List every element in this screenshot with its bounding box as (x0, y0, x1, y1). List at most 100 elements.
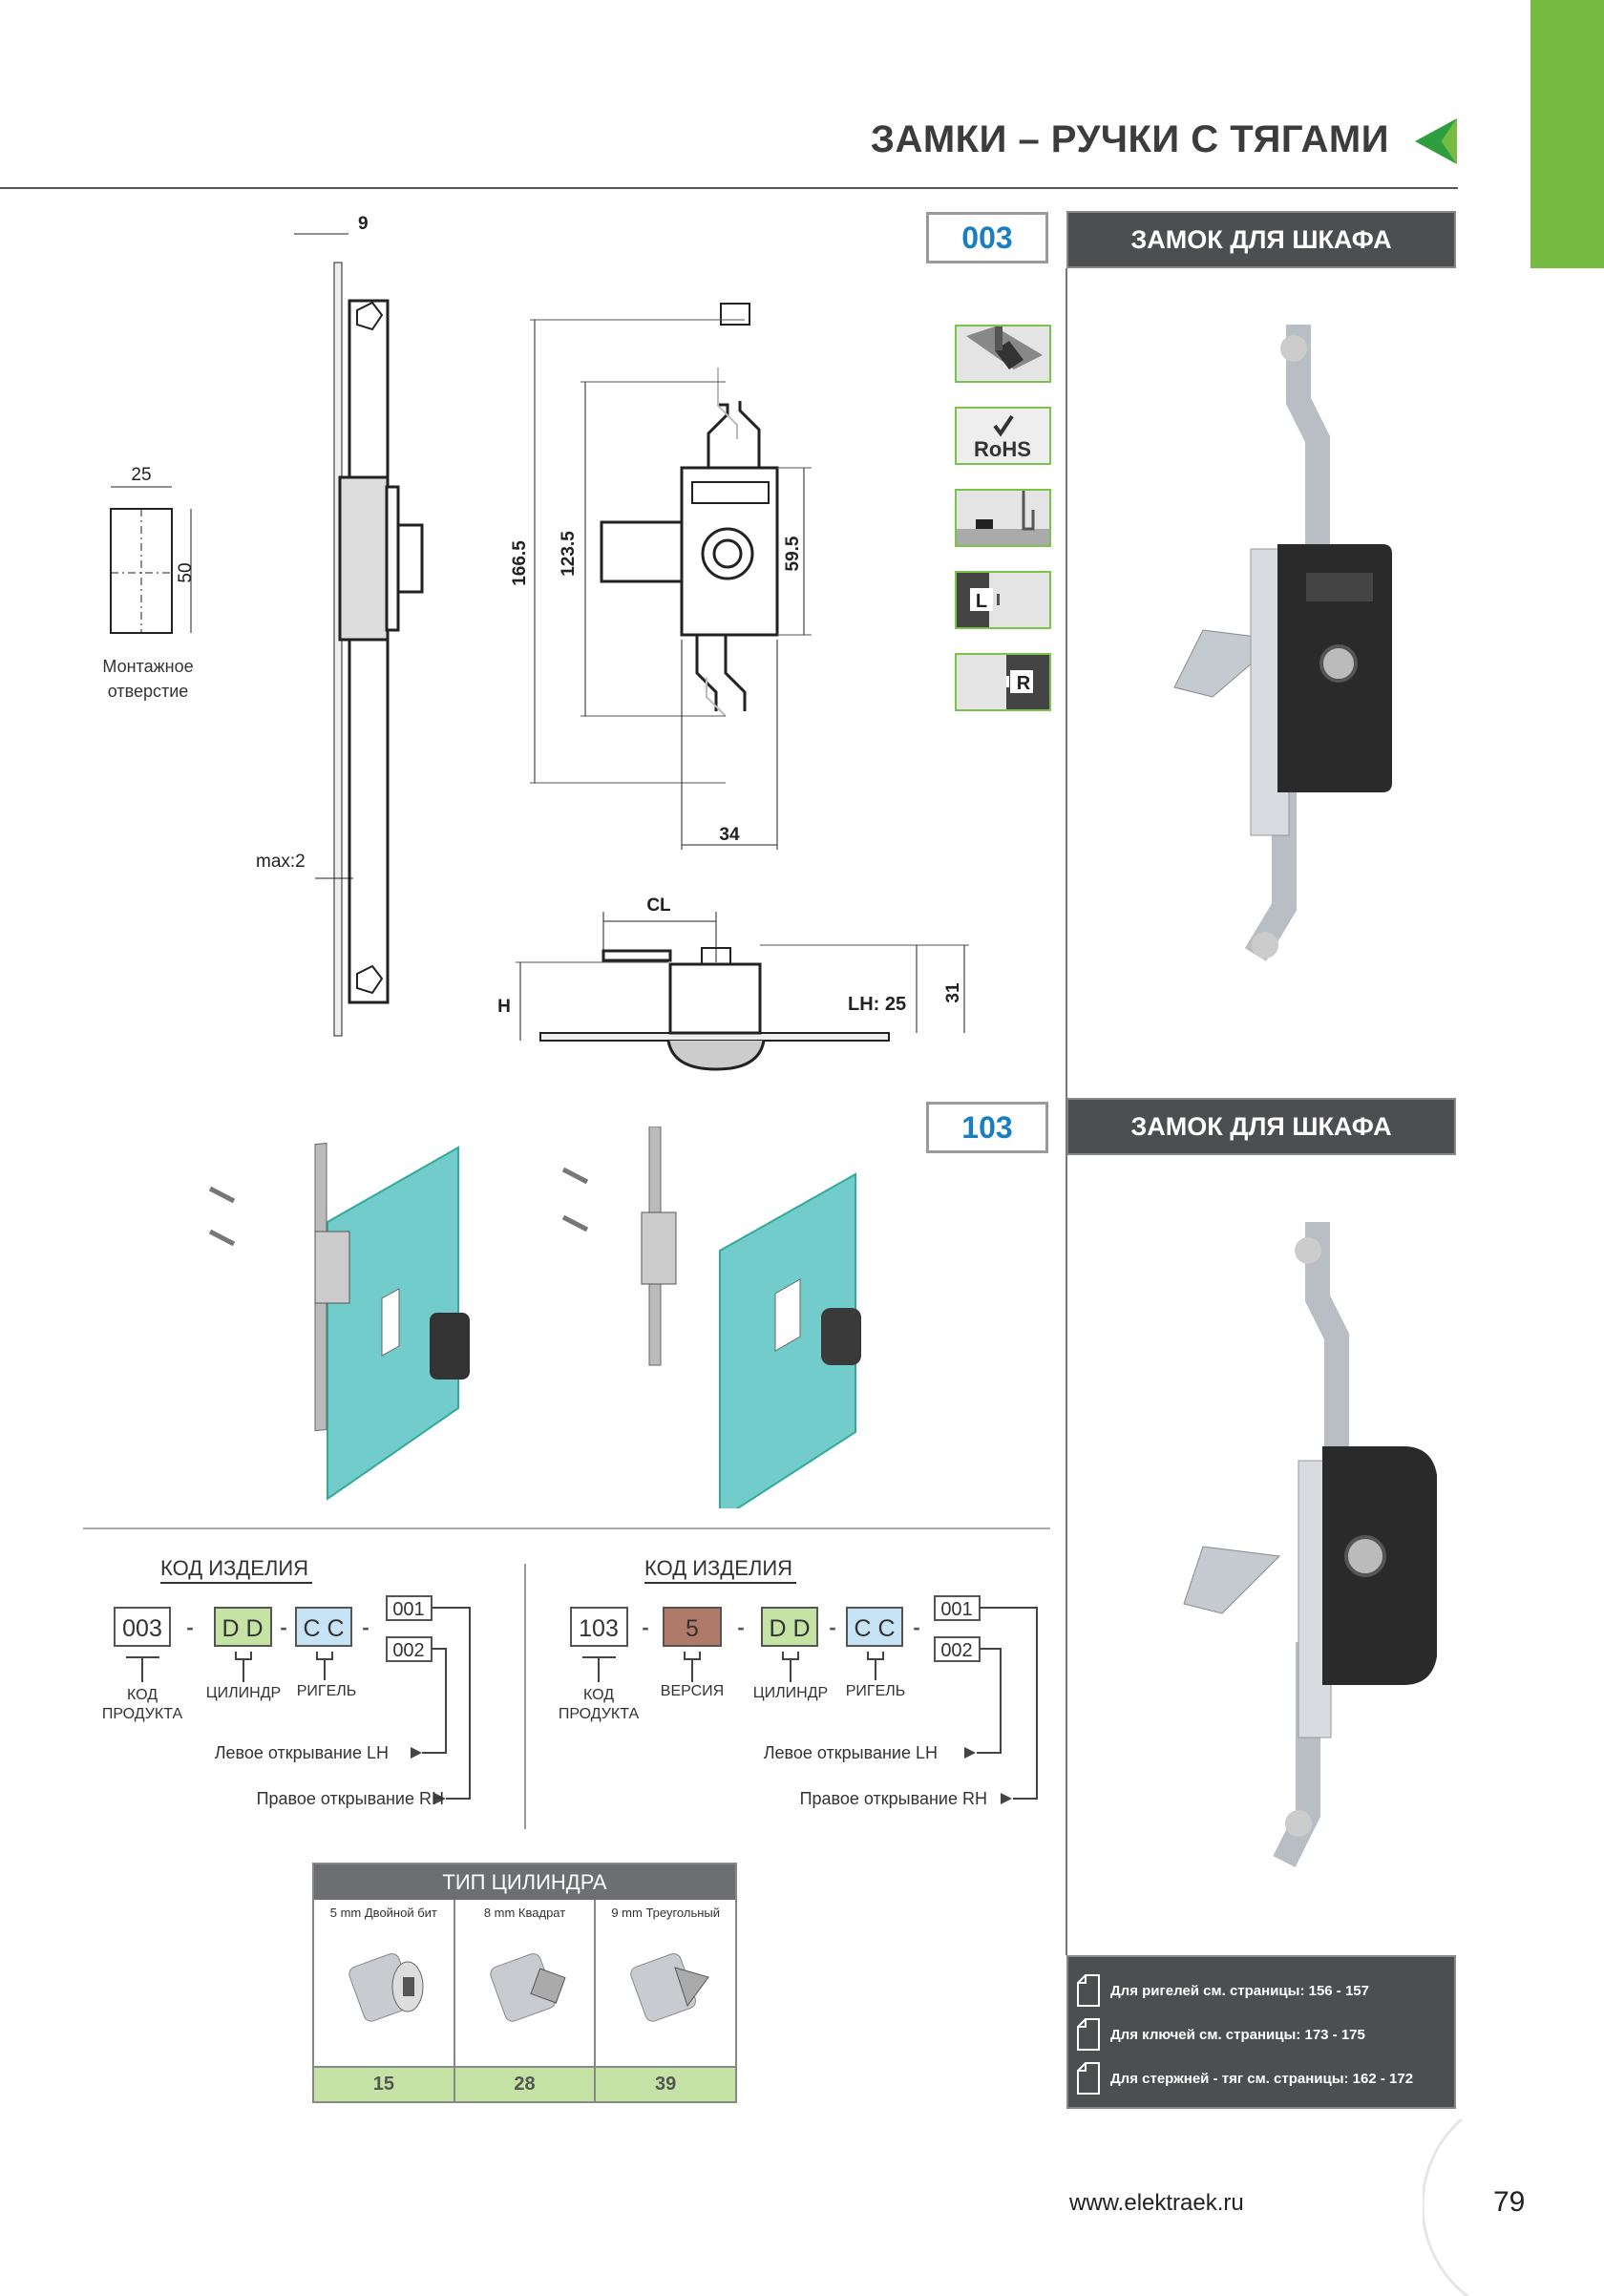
assembly-illustrations (208, 1127, 861, 1508)
cylinder-double-bit-image (348, 1953, 424, 2022)
svg-text:R: R (1017, 673, 1031, 694)
svg-text:002: 002 (940, 1640, 972, 1661)
svg-text:-: - (737, 1615, 744, 1639)
profile-mount-icon (955, 325, 1051, 383)
green-triangle-icon (1415, 118, 1457, 164)
svg-text:003: 003 (122, 1615, 162, 1642)
svg-text:ПРОДУКТА: ПРОДУКТА (102, 1706, 183, 1722)
document-icon (1077, 2062, 1100, 2095)
cylinder-triangle-image (630, 1953, 709, 2022)
cylinder-label: 9 mm Треугольный (611, 1906, 721, 1920)
header-divider (0, 187, 1458, 189)
svg-text:123.5: 123.5 (559, 531, 579, 577)
svg-text:103: 103 (579, 1615, 619, 1642)
info-text: Для ключей см. страницы: 173 - 175 (1110, 2026, 1365, 2043)
svg-text:166.5: 166.5 (510, 540, 530, 586)
svg-text:002: 002 (392, 1640, 424, 1661)
svg-text:25: 25 (131, 465, 151, 485)
svg-text:-: - (829, 1615, 835, 1639)
svg-text:34: 34 (719, 825, 740, 845)
svg-text:L: L (976, 591, 987, 612)
right-hand-icon: R (955, 653, 1051, 711)
svg-text:РИГЕЛЬ: РИГЕЛЬ (297, 1683, 357, 1699)
svg-text:59.5: 59.5 (783, 536, 803, 571)
panel-mount-icon (955, 489, 1051, 547)
svg-text:ЦИЛИНДР: ЦИЛИНДР (206, 1685, 281, 1701)
svg-text:LH: 25: LH: 25 (848, 994, 906, 1015)
assembly-illustration-103 (561, 1127, 861, 1508)
cylinder-table-title: ТИП ЦИЛИНДРА (314, 1864, 735, 1900)
svg-text:50: 50 (176, 562, 196, 582)
cylinder-code-39: 39 (655, 2074, 677, 2095)
svg-text:-: - (186, 1615, 193, 1639)
svg-text:D D: D D (769, 1615, 810, 1642)
svg-text:-: - (362, 1615, 369, 1639)
cylinder-type-8mm: 8 mm Квадрат (455, 1900, 597, 2066)
svg-text:Левое открывание LH: Левое открывание LH (215, 1743, 389, 1762)
cylinder-square-image (489, 1953, 566, 2022)
svg-text:-: - (913, 1615, 919, 1639)
cylinder-type-9mm: 9 mm Треугольный (596, 1900, 735, 2066)
info-text: Для ригелей см. страницы: 156 - 157 (1110, 1982, 1369, 1999)
info-row-bolts: Для ригелей см. страницы: 156 - 157 (1076, 1969, 1446, 2012)
svg-text:-: - (642, 1615, 648, 1639)
info-row-rods: Для стержней - тяг см. страницы: 162 - 1… (1076, 2056, 1446, 2100)
product-title-103: ЗАМОК ДЛЯ ШКАФА (1066, 1098, 1456, 1155)
product-title-003: ЗАМОК ДЛЯ ШКАФА (1066, 211, 1456, 268)
code-divider (524, 1564, 526, 1829)
rohs-icon: RoHS (955, 407, 1051, 465)
svg-text:КОД: КОД (583, 1687, 614, 1703)
svg-text:ВЕРСИЯ: ВЕРСИЯ (661, 1683, 724, 1699)
page-title: ЗАМКИ – РУЧКИ С ТЯГАМИ (870, 118, 1389, 160)
section-divider (83, 1527, 1050, 1529)
svg-text:31: 31 (943, 982, 963, 1003)
svg-text:Правое открывание RH: Правое открывание RH (257, 1789, 444, 1808)
svg-text:ЦИЛИНДР: ЦИЛИНДР (753, 1685, 828, 1701)
svg-text:H: H (497, 997, 511, 1017)
product-code-103: 103 (926, 1102, 1048, 1153)
svg-text:9: 9 (358, 214, 369, 234)
product-code-003: 003 (926, 212, 1048, 263)
column-divider (1066, 268, 1067, 1955)
svg-text:C C: C C (303, 1615, 344, 1642)
document-icon (1077, 1974, 1100, 2007)
page-number: 79 (1493, 2186, 1526, 2218)
product-photo-103 (1183, 1222, 1437, 1867)
info-row-keys: Для ключей см. страницы: 173 - 175 (1076, 2012, 1446, 2056)
svg-text:-: - (280, 1615, 286, 1639)
svg-text:Правое открывание RH: Правое открывание RH (800, 1789, 987, 1808)
svg-text:RoHS: RoHS (974, 437, 1031, 461)
technical-drawing: 25 50 Монтажное отверстие 9 max:2 166.5 … (102, 214, 969, 1071)
left-hand-icon: L (955, 571, 1051, 629)
cylinder-code-15: 15 (314, 2068, 455, 2101)
svg-text:D D: D D (222, 1615, 263, 1642)
cylinder-type-5mm: 5 mm Двойной бит (314, 1900, 455, 2066)
reference-info-box: Для ригелей см. страницы: 156 - 157 Для … (1066, 1955, 1456, 2109)
svg-text:001: 001 (392, 1599, 424, 1620)
page-corner-decoration (1423, 2119, 1604, 2296)
product-code-diagram-003: КОД ИЗДЕЛИЯ 003 - D D - C C - 001 002 КО… (102, 1556, 471, 1808)
svg-text:CL: CL (646, 895, 671, 916)
product-code-diagram-103: КОД ИЗДЕЛИЯ 103 - 5 - D D - C C - 001 00… (559, 1556, 1038, 1808)
svg-text:ПРОДУКТА: ПРОДУКТА (559, 1706, 640, 1722)
svg-text:КОД ИЗДЕЛИЯ: КОД ИЗДЕЛИЯ (160, 1556, 308, 1580)
cylinder-label: 5 mm Двойной бит (329, 1906, 437, 1920)
product-photo-003 (1173, 325, 1392, 961)
info-text: Для стержней - тяг см. страницы: 162 - 1… (1110, 2070, 1414, 2087)
cylinder-label: 8 mm Квадрат (483, 1906, 566, 1920)
svg-text:Монтажное: Монтажное (102, 657, 193, 676)
svg-text:РИГЕЛЬ: РИГЕЛЬ (846, 1683, 906, 1699)
website-url: www.elektraek.ru (1069, 2190, 1244, 2216)
svg-text:C C: C C (854, 1615, 895, 1642)
svg-text:max:2: max:2 (256, 852, 306, 872)
svg-text:5: 5 (686, 1615, 699, 1642)
svg-text:001: 001 (940, 1599, 972, 1620)
cylinder-code-28: 28 (455, 2068, 597, 2101)
section-color-tab (1530, 0, 1604, 268)
assembly-illustration-003 (208, 1143, 470, 1501)
svg-text:КОД ИЗДЕЛИЯ: КОД ИЗДЕЛИЯ (644, 1556, 792, 1580)
svg-text:Левое открывание LH: Левое открывание LH (764, 1743, 938, 1762)
svg-text:КОД: КОД (127, 1687, 158, 1703)
cylinder-type-table: ТИП ЦИЛИНДРА 5 mm Двойной бит 8 mm Квадр… (312, 1863, 737, 2103)
document-icon (1077, 2018, 1100, 2051)
